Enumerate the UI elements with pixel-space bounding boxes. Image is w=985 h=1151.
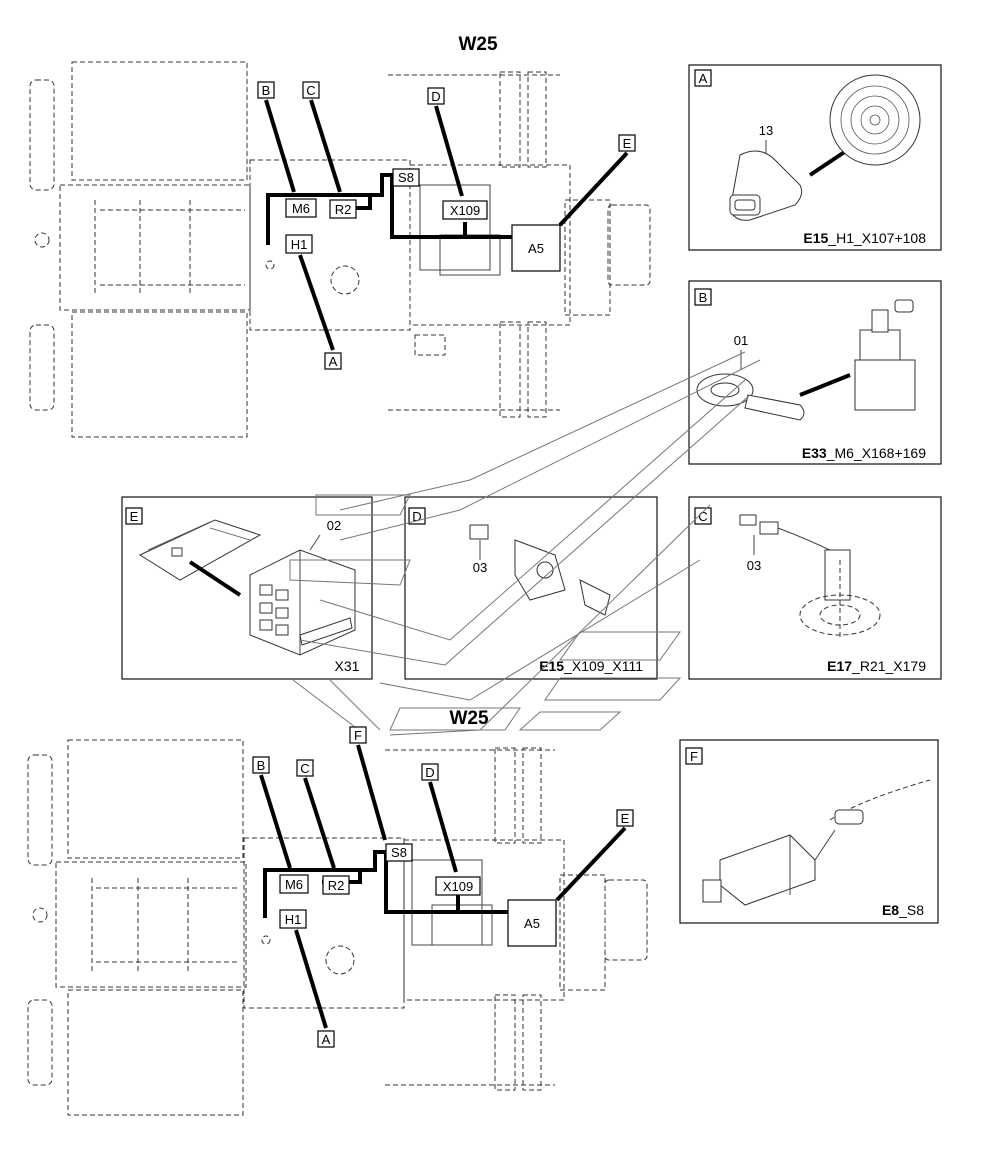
top-tag-x109: X109 [450,203,480,218]
circuit-board-illustration [138,519,262,581]
detail-e-part-no: 02 [327,518,341,533]
bottom-tag-s8: S8 [391,845,407,860]
top-harness [266,173,512,245]
detail-c-caption-rest: _R21_X179 [851,658,926,674]
bottom-callout-e: E [621,811,630,826]
detail-a-letter: A [699,71,708,86]
top-title: W25 [458,34,498,55]
detail-d-letter: D [412,509,421,524]
bottom-callouts: B C F D E A [252,726,634,1048]
top-tag-m6: M6 [292,201,310,216]
detail-link-lines [289,351,761,736]
detail-d-caption-code: E15 [539,658,564,674]
detail-a-caption-rest: _H1_X107+108 [827,230,926,246]
bottom-tag-x109: X109 [443,879,473,894]
top-callouts: B C D E A [257,81,636,370]
top-tag-h1: H1 [291,237,308,252]
top-callout-c: C [306,83,315,98]
bottom-components: M6 R2 S8 X109 H1 A5 [279,843,557,947]
detail-c-part-no: 03 [747,558,761,573]
detail-panel-b: B 01 E33_M6_X168+169 [688,280,942,465]
top-callout-d: D [431,89,440,104]
detail-a-part-no: 13 [759,123,773,138]
detail-d-caption-rest: _X109_X111 [563,658,643,674]
top-components: M6 R2 S8 X109 H1 A5 [285,168,561,272]
bottom-title: W25 [449,708,489,729]
motor-illustration [854,299,916,411]
top-tag-s8: S8 [398,170,414,185]
bottom-callout-a: A [322,1032,331,1047]
detail-panel-a: A 13 E15_H1_X107+108 [688,64,942,251]
detail-c-caption-code: E17 [827,658,852,674]
sensor-illustration [739,514,881,640]
detail-b-caption-rest: _M6_X168+169 [826,445,926,461]
bottom-tag-m6: M6 [285,877,303,892]
svg-text:E15_X109_X111: E15_X109_X111 [539,658,643,674]
detail-e-caption: X31 [335,658,360,674]
switch-illustration [702,779,931,906]
detail-f-letter: F [690,749,698,764]
bottom-callout-c: C [300,761,309,776]
svg-text:E15_H1_X107+108: E15_H1_X107+108 [803,230,926,246]
detail-f-caption-rest: _S8 [898,902,924,918]
detail-c-letter: C [698,509,707,524]
bottom-callout-b: B [257,758,266,773]
svg-text:E33_M6_X168+169: E33_M6_X168+169 [802,445,926,461]
detail-b-part-no: 01 [734,333,748,348]
bottom-callout-f: F [354,728,362,743]
bottom-tag-a5: A5 [524,916,540,931]
svg-text:E17_R21_X179: E17_R21_X179 [827,658,926,674]
detail-e-letter: E [130,509,139,524]
bottom-tag-h1: H1 [285,912,302,927]
top-tag-r2: R2 [335,202,352,217]
detail-a-caption-code: E15 [803,230,828,246]
detail-panel-f: F E8_S8 [679,739,939,924]
bottom-callout-d: D [425,765,434,780]
detail-panel-d: D 03 E15_X109_X111 [404,496,658,680]
detail-panel-c: C 03 E17_R21_X179 [688,496,942,680]
top-callout-b: B [262,83,271,98]
top-callout-e: E [623,136,632,151]
svg-text:E8_S8: E8_S8 [882,902,924,918]
bottom-tag-r2: R2 [328,878,345,893]
connector-x109-illustration [469,524,611,616]
detail-panel-e: E 02 X31 [121,496,373,680]
connector-x31-illustration [249,549,356,656]
top-machine-view [29,61,651,438]
detail-b-letter: B [699,290,708,305]
horn-illustration [829,74,921,166]
top-tag-a5: A5 [528,241,544,256]
detail-b-caption-code: E33 [802,445,827,461]
detail-f-caption-code: E8 [882,902,899,918]
top-callout-a: A [329,354,338,369]
detail-d-part-no: 03 [473,560,487,575]
